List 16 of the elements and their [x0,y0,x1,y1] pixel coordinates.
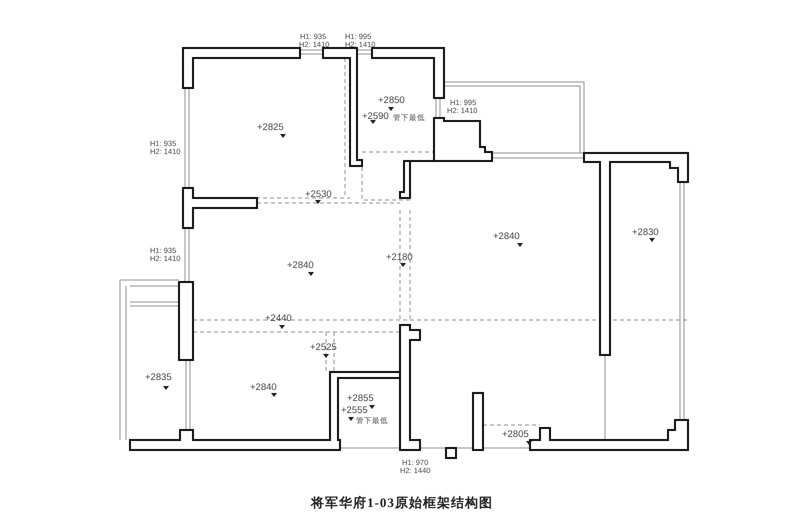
elevation-label: +2835 [145,373,172,382]
elevation-label: +2830 [632,228,659,238]
elevation-label: +2440 [265,314,292,324]
elevation-label: +2850 [378,96,405,106]
elevation-label: +2805 [502,430,529,440]
elevation-label: +2840 [493,232,520,242]
elevation-label: +2840 [250,383,277,392]
elevation-label: +2555 [341,406,368,416]
elevation-label: +2825 [257,123,284,132]
drawing-caption: 将军华府1-03原始框架结构图 [310,494,494,512]
elevation-label: +2855 [347,394,374,404]
elevation-label: +2840 [287,261,314,270]
elevation-label: +2180 [386,253,413,262]
elevation-label: +2525 [310,343,337,352]
elevation-label: +2530 [305,190,332,200]
elevation-label: +2590 [362,112,389,122]
